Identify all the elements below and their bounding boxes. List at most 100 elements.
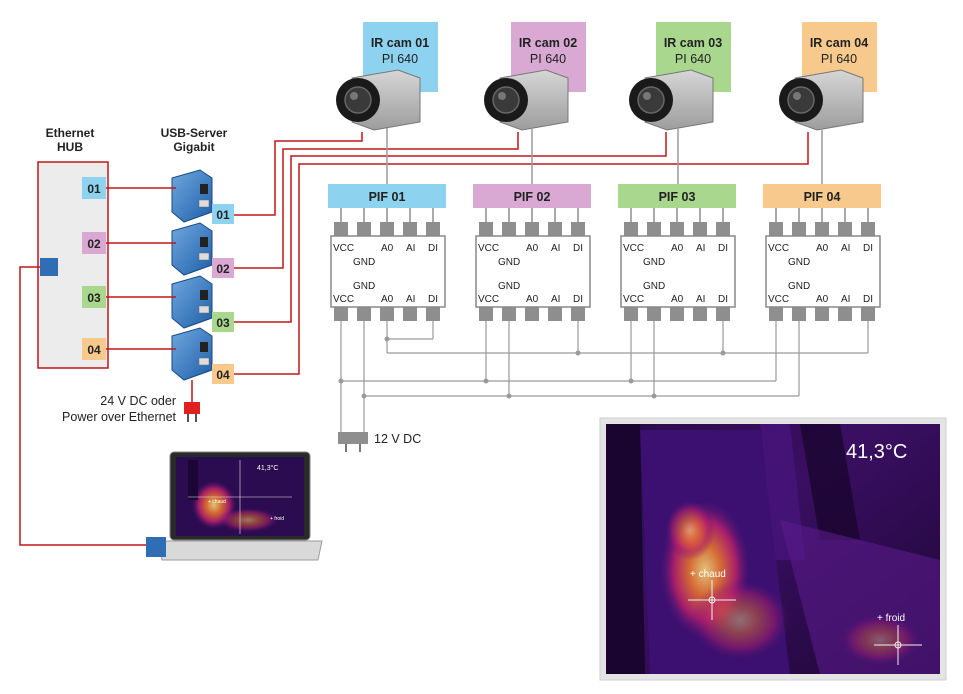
laptop: 41,3°C + chaud + froid (146, 451, 323, 561)
hub-port-01 (82, 177, 106, 199)
pif-03-gnd-bottom: GND (643, 281, 665, 292)
usb-port-04-label: 04 (216, 368, 230, 382)
pif-03-di-top: DI (718, 243, 728, 254)
pif-04-di-top: DI (863, 243, 873, 254)
pif-01-gnd-top: GND (353, 257, 375, 268)
usb-port-03 (212, 312, 234, 332)
hub-port-01-label: 01 (87, 182, 101, 196)
pif-01-gnd-bottom: GND (353, 281, 375, 292)
pif-02-ai-bottom: AI (551, 294, 560, 305)
pif-04-vcc-bottom: VCC (768, 294, 789, 305)
power-label-line1: 24 V DC oder (100, 394, 176, 408)
camera-01-name: IR cam 01 (371, 36, 429, 50)
pif-02-ai-top: AI (551, 243, 560, 254)
camera-01-icon (336, 69, 421, 185)
bus-junctions (338, 336, 726, 399)
pif-04-ai-bottom: AI (841, 294, 850, 305)
laptop-cold-label: + froid (270, 516, 284, 522)
pif-01-di-top: DI (428, 243, 438, 254)
thermal-hot-label: + chaud (690, 569, 726, 580)
usb-port-01 (212, 204, 234, 224)
pif-04-a0-top: A0 (816, 243, 829, 254)
camera-04-icon (779, 69, 864, 185)
pif-01-vcc-bottom: VCC (333, 294, 354, 305)
pif-02: PIF 02 VCC GND A0 AI DI GND VCC A0 AI DI (473, 184, 591, 321)
server-to-camera-wires (234, 132, 809, 375)
pif-01: PIF 01 VCC GND A0 AI DI GND VCC A0 AI DI (328, 184, 446, 321)
pif-01-header (328, 184, 446, 208)
pif-03-vcc-top: VCC (623, 243, 644, 254)
pif-04-a0-bottom: A0 (816, 294, 829, 305)
pif-02-vcc-bottom: VCC (478, 294, 499, 305)
hub-uplink-port (40, 258, 58, 276)
hub-title-line1: Ethernet (46, 126, 95, 140)
usb-server-03 (171, 275, 213, 329)
pif-04-di-bottom: DI (863, 294, 873, 305)
pif-01-a0-top: A0 (381, 243, 394, 254)
hub-port-03 (82, 286, 106, 308)
supply-label: 12 V DC (374, 432, 421, 446)
pif-01-vcc-top: VCC (333, 243, 354, 254)
pif-04-gnd-bottom: GND (788, 281, 810, 292)
hub-port-03-label: 03 (87, 291, 101, 305)
usb-server-title-line2: Gigabit (173, 140, 214, 154)
pif-03-ai-bottom: AI (696, 294, 705, 305)
thermal-temperature: 41,3°C (846, 441, 907, 463)
usb-server-02 (171, 222, 213, 276)
usb-port-03-label: 03 (216, 316, 230, 330)
power-label-line2: Power over Ethernet (62, 410, 176, 424)
pif-03-a0-bottom: A0 (671, 294, 684, 305)
usb-port-02 (212, 258, 234, 278)
camera-03-name: IR cam 03 (664, 36, 722, 50)
usb-port-04 (212, 364, 234, 384)
camera-02-name: IR cam 02 (519, 36, 577, 50)
pif-02-gnd-top: GND (498, 257, 520, 268)
laptop-hot-label: + chaud (208, 499, 226, 505)
usb-port-01-label: 01 (216, 208, 230, 222)
pif-03-label: PIF 03 (659, 190, 696, 204)
pif-01-ai-top: AI (406, 243, 415, 254)
cold-crosshair-icon (874, 625, 922, 665)
hot-crosshair-icon (688, 580, 736, 620)
pif-03-a0-top: A0 (671, 243, 684, 254)
pif-03-vcc-bottom: VCC (623, 294, 644, 305)
pif-04-label: PIF 04 (804, 190, 841, 204)
laptop-temperature: 41,3°C (257, 464, 278, 472)
camera-04-name: IR cam 04 (810, 36, 868, 50)
pif-04-gnd-top: GND (788, 257, 810, 268)
pif-03-di-bottom: DI (718, 294, 728, 305)
pif-02-a0-top: A0 (526, 243, 539, 254)
power-plug-icon (184, 402, 200, 422)
hub-port-02-label: 02 (87, 237, 101, 251)
usb-server-title-line1: USB-Server (161, 126, 228, 140)
thermal-image: 41,3°C + chaud + froid (599, 417, 947, 681)
camera-03-model: PI 640 (675, 52, 711, 66)
camera-01-model: PI 640 (382, 52, 418, 66)
usb-server-04 (171, 327, 213, 381)
pif-01-ai-bottom: AI (406, 294, 415, 305)
camera-02-model: PI 640 (530, 52, 566, 66)
ir-cameras: IR cam 01 PI 640 IR cam 02 PI 640 IR cam… (336, 22, 877, 185)
camera-03-icon (629, 69, 714, 185)
pif-03-ai-top: AI (696, 243, 705, 254)
pif-modules: PIF 01 VCC GND A0 AI DI GND VCC A0 AI DI… (328, 184, 881, 321)
pif-01-a0-bottom: A0 (381, 294, 394, 305)
hub-title-line2: HUB (57, 140, 83, 154)
pif-02-di-bottom: DI (573, 294, 583, 305)
pif-03: PIF 03 VCC GND A0 AI DI GND VCC A0 AI DI (618, 184, 736, 321)
thermal-cold-label: + froid (877, 613, 905, 624)
hub-port-02 (82, 232, 106, 254)
pif-04-header (763, 184, 881, 208)
hub-port-04-label: 04 (87, 343, 101, 357)
usb-server-01 (171, 169, 213, 223)
pif-02-header (473, 184, 591, 208)
laptop-ethernet-port (146, 537, 166, 557)
pif-02-label: PIF 02 (514, 190, 551, 204)
pif-03-gnd-top: GND (643, 257, 665, 268)
pif-04-ai-top: AI (841, 243, 850, 254)
pif-02-gnd-bottom: GND (498, 281, 520, 292)
hub-ports: 01 02 03 04 (82, 177, 106, 360)
pif-02-di-top: DI (573, 243, 583, 254)
hub-port-04 (82, 338, 106, 360)
